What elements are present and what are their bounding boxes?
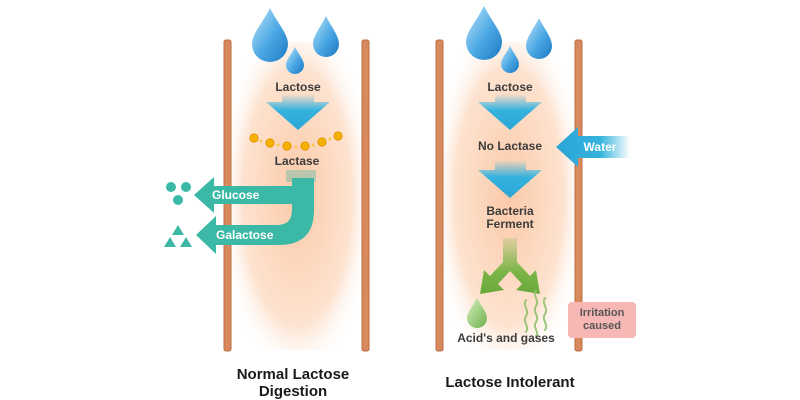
green-split-arrow: [480, 238, 540, 294]
enzyme-dot-icon: [259, 139, 263, 143]
enzyme-dot-icon: [265, 138, 275, 148]
bacteria-ferment-label: Bacteria Ferment: [486, 204, 534, 231]
left-water-drops: [252, 8, 339, 74]
enzyme-dot-icon: [300, 141, 310, 151]
left-down-arrow: [266, 94, 330, 130]
glucose-arrow-body: [194, 177, 300, 213]
right-tube: [435, 39, 583, 352]
water-drop-icon: [466, 6, 502, 60]
irritation-badge: Irritation caused: [568, 302, 636, 338]
right-lactose-label: Lactose: [487, 80, 533, 94]
water-drop-icon: [526, 18, 552, 59]
water-label: Water: [583, 140, 617, 154]
enzyme-dot-icon: [249, 133, 259, 143]
glucose-circles-icon: [166, 182, 191, 205]
left-panel-caption: Normal Lactose Digestion: [236, 366, 350, 400]
water-drop-icon: [313, 16, 339, 57]
acid-drop-icon: [467, 298, 487, 328]
right-down-arrow-2: [478, 160, 542, 198]
left-lactose-label: Lactose: [275, 80, 321, 94]
enzyme-dot-icon: [276, 143, 280, 147]
acids-gases-label: Acid's and gases: [457, 331, 555, 345]
water-arrow: [556, 127, 630, 167]
right-panel-caption: Lactose Intolerant: [445, 374, 575, 391]
enzyme-dot-icon: [317, 137, 327, 147]
galactose-arrow-body: [196, 178, 314, 254]
left-split-arrows: [194, 170, 316, 254]
galactose-triangles-icon: [164, 225, 192, 247]
enzyme-dot-icon: [311, 143, 315, 147]
water-drop-icon: [286, 47, 304, 74]
right-down-arrow-1: [478, 94, 542, 130]
glucose-label: Glucose: [212, 188, 260, 202]
enzyme-dot-icon: [328, 137, 332, 141]
galactose-label: Galactose: [216, 228, 274, 242]
water-drop-icon: [501, 46, 519, 73]
left-tube-wall-right: [361, 39, 370, 352]
no-lactase-label: No Lactase: [477, 139, 543, 153]
enzyme-dot-icon: [282, 141, 292, 151]
irritation-label: Irritation caused: [579, 307, 625, 332]
right-tube-wall-left: [435, 39, 444, 352]
enzyme-dot-icon: [333, 131, 343, 141]
right-tube-wall-right: [574, 39, 583, 352]
gas-wisp-icon: [523, 289, 548, 337]
teal-stem-fade: [286, 170, 316, 182]
water-drop-icon: [252, 8, 288, 62]
lactase-enzyme-dots: [249, 131, 343, 151]
enzyme-dot-icon: [294, 145, 298, 149]
lactase-label: Lactase: [274, 154, 320, 168]
right-water-drops: [466, 6, 552, 73]
